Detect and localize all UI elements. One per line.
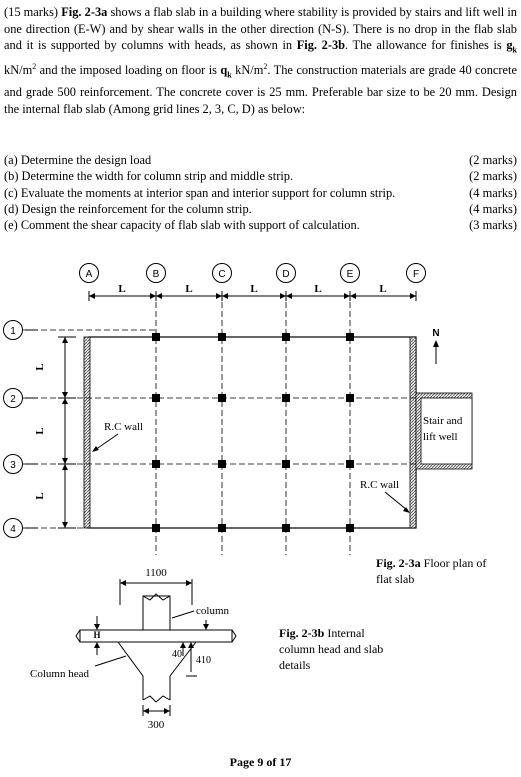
span-label: L: [34, 492, 46, 499]
svg-text:flat slab: flat slab: [376, 572, 414, 586]
grid-bubble-b: B: [146, 263, 166, 283]
column-square: [282, 333, 290, 341]
grid-column-bubbles: A B C D E F: [79, 263, 426, 283]
svg-text:2: 2: [10, 394, 16, 405]
grid-bubble-2: 2: [3, 388, 23, 408]
fig-2-3a-caption: Fig. 2-3a Floor plan of: [376, 556, 486, 570]
question-part-a: (a) Determine the design load(2 marks): [4, 153, 517, 167]
column-square: [346, 333, 354, 341]
svg-text:details: details: [279, 658, 311, 672]
h-label: H: [93, 630, 100, 640]
column-square: [152, 524, 160, 532]
rc-wall-label-right: R.C wall: [360, 479, 399, 491]
question-parts: (a) Determine the design load(2 marks) (…: [4, 152, 517, 233]
svg-text:1: 1: [10, 326, 16, 337]
column-square: [152, 460, 160, 468]
column-square: [282, 524, 290, 532]
column-square: [218, 333, 226, 341]
svg-text:Stair and: Stair and: [423, 415, 463, 427]
column-label: column: [196, 605, 229, 617]
fig-2-3b-caption: Fig. 2-3b Internal: [279, 626, 365, 640]
grid-bubble-d: D: [276, 263, 296, 283]
span-label: L: [314, 283, 321, 295]
stair-lift-well: Stair and lift well: [415, 392, 473, 470]
svg-text:lift well: lift well: [423, 431, 458, 443]
svg-text:A: A: [86, 269, 93, 280]
span-dimension-left: L L L: [34, 336, 76, 529]
span-label: L: [34, 363, 46, 370]
column-head-detail: 1100 column H 40 410: [30, 567, 237, 731]
svg-text:C: C: [218, 269, 225, 280]
dim-1100: 1100: [145, 567, 167, 579]
rc-wall-label-left: R.C wall: [104, 421, 143, 433]
column-head-label: Column head: [30, 668, 89, 680]
dim-300: 300: [148, 719, 165, 731]
span-label: L: [34, 427, 46, 434]
question-part-d: (d) Design the reinforcement for the col…: [4, 201, 517, 216]
page-number: Page 9 of 17: [229, 755, 292, 769]
columns: [152, 333, 354, 532]
column-square: [152, 394, 160, 402]
column-square: [346, 524, 354, 532]
span-label: L: [185, 283, 192, 295]
column-square: [218, 524, 226, 532]
column-square: [282, 394, 290, 402]
svg-text:N: N: [432, 328, 439, 339]
grid-bubble-f: F: [406, 263, 426, 283]
grid-bubble-c: C: [212, 263, 232, 283]
svg-text:column head and slab: column head and slab: [279, 642, 383, 656]
column-square: [152, 333, 160, 341]
svg-text:3: 3: [10, 460, 16, 471]
grid-bubble-3: 3: [3, 454, 23, 474]
column-square: [218, 460, 226, 468]
dim-410: 410: [196, 655, 211, 666]
question-part-b: (b) Determine the width for column strip…: [4, 169, 517, 184]
span-dimension-top: L L L L L: [88, 283, 417, 301]
svg-text:E: E: [347, 269, 354, 280]
shear-wall-east: [409, 336, 417, 529]
question-part-e: (e) Comment the shear capacity of flab s…: [4, 218, 517, 233]
svg-text:D: D: [282, 269, 289, 280]
rc-wall-leader-left: [94, 433, 119, 451]
problem-statement: (15 marks) Fig. 2-3a shows a flab slab i…: [4, 5, 518, 117]
dim-40: 40: [172, 649, 182, 660]
svg-text:F: F: [413, 269, 419, 280]
column-square: [346, 394, 354, 402]
svg-text:B: B: [153, 269, 160, 280]
span-label: L: [250, 283, 257, 295]
span-label: L: [379, 283, 386, 295]
north-arrow: N: [432, 328, 440, 364]
grid-bubble-1: 1: [3, 320, 23, 340]
grid-row-bubbles: 1 2 3 4: [3, 320, 23, 538]
column-square: [282, 460, 290, 468]
column-square: [346, 460, 354, 468]
span-label: L: [118, 283, 125, 295]
grid-bubble-4: 4: [3, 518, 23, 538]
grid-bubble-a: A: [79, 263, 99, 283]
svg-text:4: 4: [10, 524, 16, 535]
column-square: [218, 394, 226, 402]
shear-wall-west: [83, 336, 91, 529]
grid-row-ticks: [25, 329, 38, 529]
question-part-c: (c) Evaluate the moments at interior spa…: [4, 185, 517, 200]
rc-wall-leader-right: [384, 491, 408, 511]
grid-bubble-e: E: [340, 263, 360, 283]
